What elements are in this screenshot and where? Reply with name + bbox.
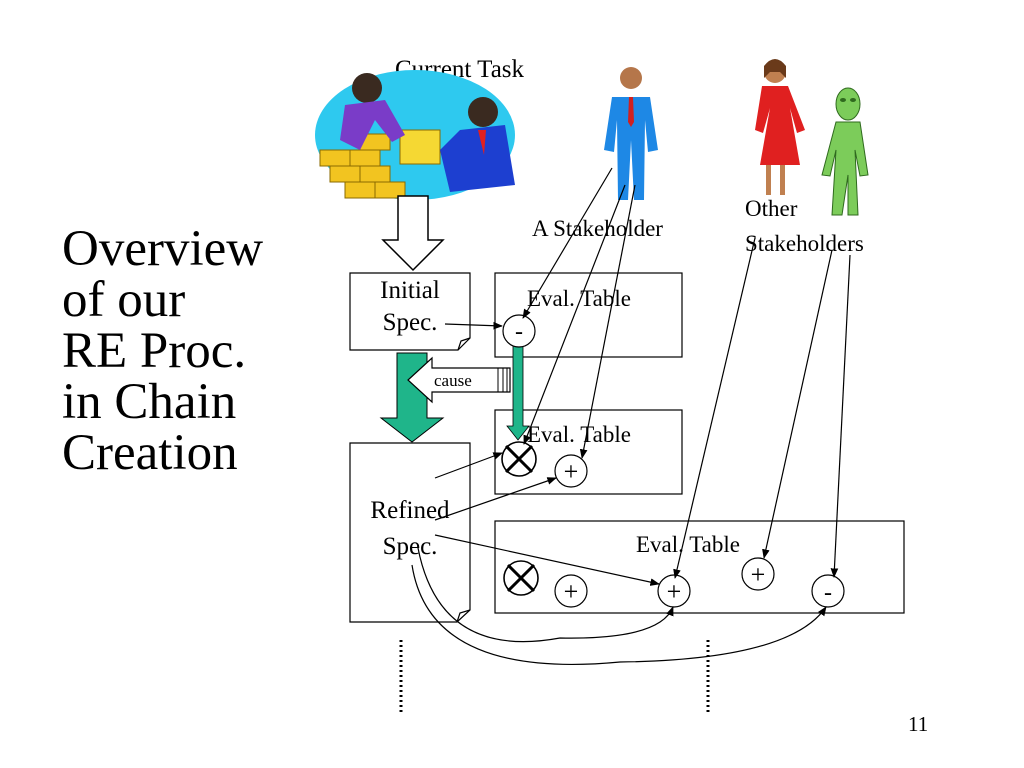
plus-glyph-4: + — [751, 560, 766, 589]
task-to-spec-arrow — [381, 195, 445, 272]
initial-spec-label: Initial Spec. — [380, 277, 440, 336]
other-stakeholders-label: Other Stakeholders — [745, 196, 864, 256]
refined-spec-box — [349, 442, 471, 623]
alien-stakeholder-icon — [821, 87, 869, 216]
spec-arrows — [411, 321, 827, 665]
slide-title: Overview of our RE Proc. in Chain Creati… — [62, 221, 264, 481]
minus-glyph-2: - — [824, 580, 832, 606]
minus-to-cross-arrow — [506, 345, 530, 441]
initial-spec-box — [349, 272, 471, 351]
cause-arrow — [407, 356, 511, 404]
eval-table-1-label: Eval. Table — [527, 286, 631, 311]
cross-mark-table2 — [501, 441, 537, 477]
plus-mark-table2 — [554, 454, 588, 488]
a-stakeholder-label: A Stakeholder — [532, 216, 663, 241]
minus-glyph-1: - — [515, 319, 523, 345]
plus-mark-table3-a — [554, 574, 588, 608]
minus-mark-table3 — [811, 574, 845, 608]
eval-table-3-label: Eval. Table — [636, 532, 740, 557]
cause-label: cause — [434, 371, 472, 390]
plus-glyph-2: + — [564, 577, 579, 606]
refined-spec-label: Refined Spec. — [370, 497, 450, 560]
plus-mark-table3-c — [741, 557, 775, 591]
eval-table-2-label: Eval. Table — [527, 422, 631, 447]
plus-glyph-3: + — [667, 577, 682, 606]
stakeholder-woman-icon — [755, 59, 805, 195]
page-number: 11 — [908, 712, 929, 736]
stakeholder-arrows — [522, 167, 851, 579]
refinement-arrow — [379, 352, 445, 443]
minus-mark-table1 — [502, 314, 536, 348]
stakeholder-man-icon — [604, 67, 658, 200]
plus-glyph-1: + — [564, 457, 579, 486]
cross-mark-table3 — [503, 560, 539, 596]
current-task-illustration — [315, 70, 515, 200]
